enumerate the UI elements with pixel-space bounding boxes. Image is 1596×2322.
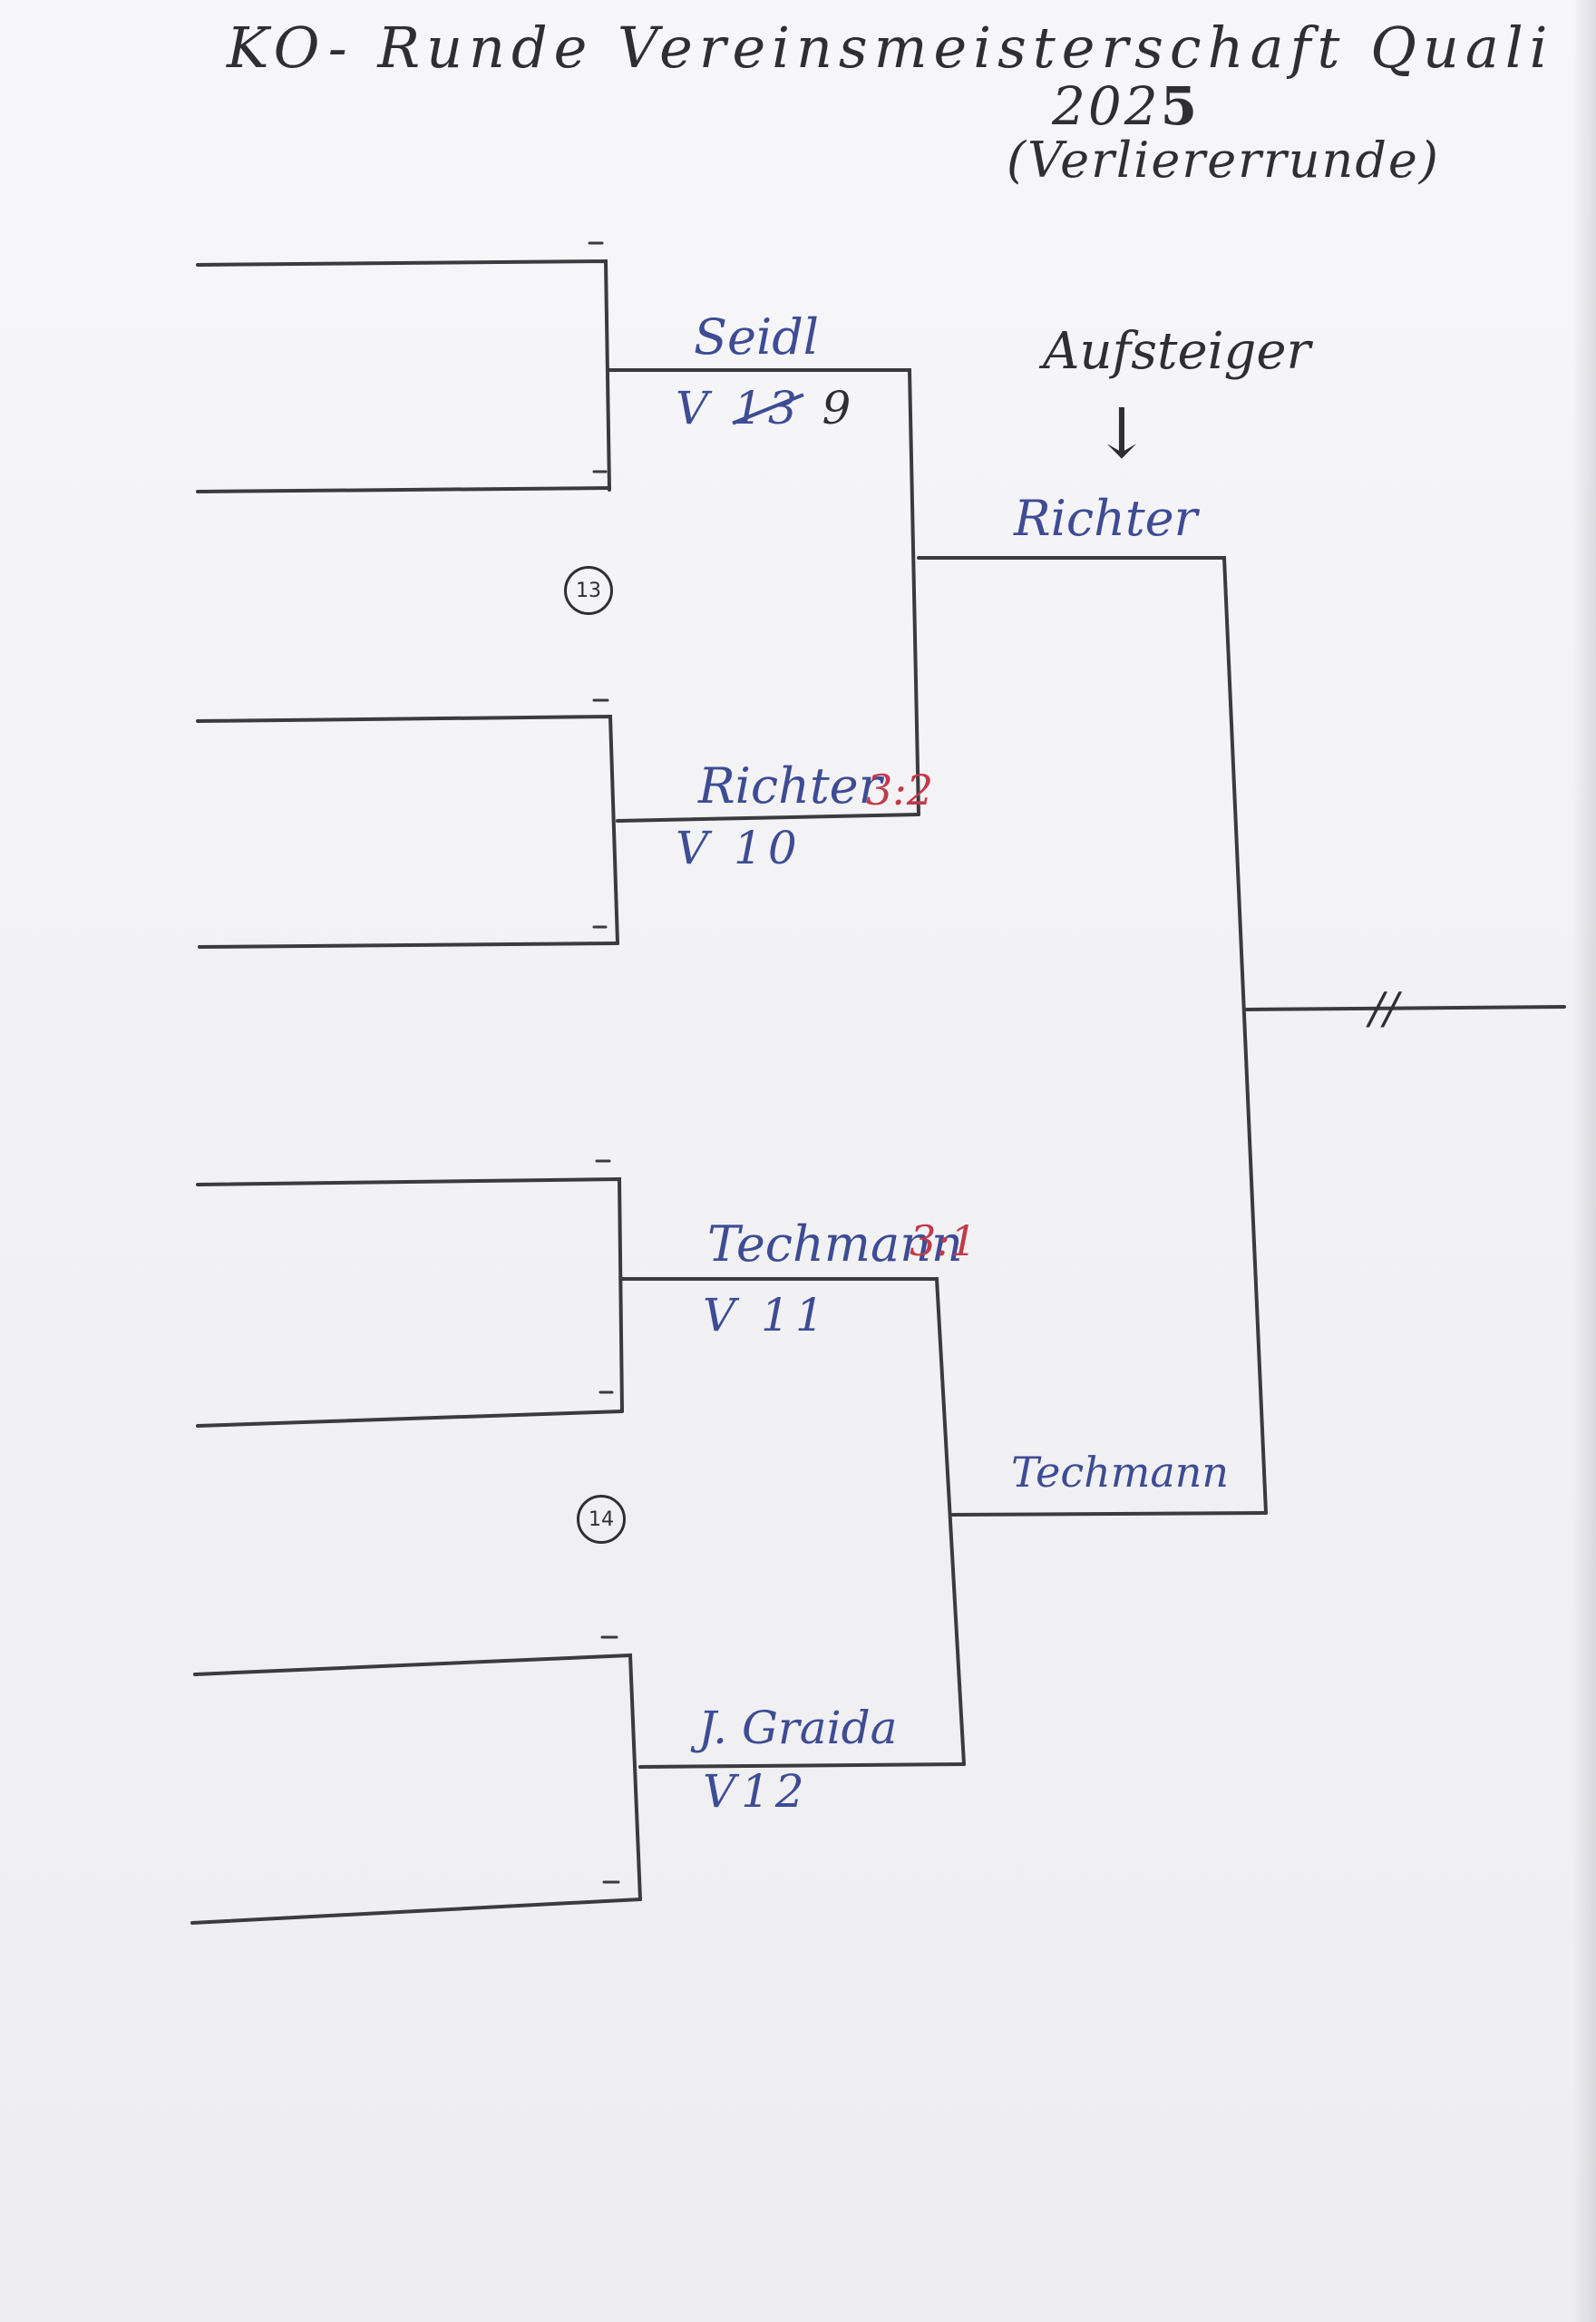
page-subtitle: (Verliererrunde) — [1007, 132, 1440, 189]
match-prefix: V — [703, 1765, 742, 1818]
bracket-final-line — [1245, 1005, 1566, 1011]
match-number: 12 — [741, 1765, 810, 1818]
player-name-techmann: Techmann — [707, 1215, 963, 1273]
match-prefix: V — [676, 382, 715, 434]
player-name-richter: Richter — [698, 757, 882, 815]
bracket-r1-slot-6 — [196, 1410, 624, 1428]
semifinal-winner-top: Richter — [1014, 490, 1198, 547]
bracket-r1-slot-2 — [196, 486, 611, 493]
promotion-label: Aufsteiger — [1043, 322, 1311, 381]
match-number: 9 — [822, 382, 857, 434]
match-ref-techmann: V 11 — [703, 1293, 830, 1338]
paper-edge-shadow — [1572, 0, 1596, 2322]
group-marker-1: 13 — [564, 566, 613, 615]
final-slash-mark: // — [1369, 983, 1399, 1034]
match-number-struck: 13 — [734, 382, 803, 434]
match-ref-richter: V 10 — [676, 825, 803, 871]
group-marker-2: 14 — [577, 1495, 626, 1544]
bracket-r1-slot-4 — [198, 941, 619, 949]
bracket-r1-slot-8 — [190, 1898, 642, 1925]
bracket-r2-top-2 — [616, 813, 920, 823]
player-name-seidl: Seidl — [694, 308, 820, 366]
match-number: 10 — [734, 822, 803, 874]
bracket-r1-slot-1 — [196, 259, 611, 492]
bracket-ticks — [588, 241, 620, 1884]
match-ref-graida: V12 — [703, 1769, 810, 1814]
bracket-r1-slot-3 — [196, 714, 619, 945]
match-ref-seidl: V 13 9 — [676, 385, 856, 431]
bracket-r2-bottom-1 — [620, 1277, 966, 1766]
semifinal-winner-bottom: Techmann — [1011, 1448, 1230, 1497]
year-corrected-digit: 5 — [1160, 75, 1201, 137]
match-number: 11 — [761, 1289, 830, 1341]
bracket-semi-bottom — [950, 1511, 1268, 1517]
bracket-r1-slot-5 — [196, 1176, 624, 1413]
bracket-r1-slot-7 — [193, 1653, 642, 1901]
match-score-richter: 3:2 — [866, 766, 934, 815]
arrow-down-icon: ↓ — [1093, 393, 1151, 473]
bracket-r2-bottom-2 — [638, 1762, 966, 1769]
bracket-r2-top-1 — [608, 368, 920, 816]
match-prefix: V — [703, 1289, 742, 1341]
match-score-techmann: 3:1 — [910, 1216, 978, 1265]
match-prefix: V — [676, 822, 715, 874]
year-prefix: 202 — [1052, 75, 1161, 137]
bracket-semi-top — [917, 556, 1268, 1515]
page-title: KO- Runde Vereinsmeisterschaft Quali — [227, 15, 1554, 81]
player-name-graida: J. Graida — [698, 1702, 898, 1754]
tournament-year: 2025 — [1052, 80, 1200, 132]
